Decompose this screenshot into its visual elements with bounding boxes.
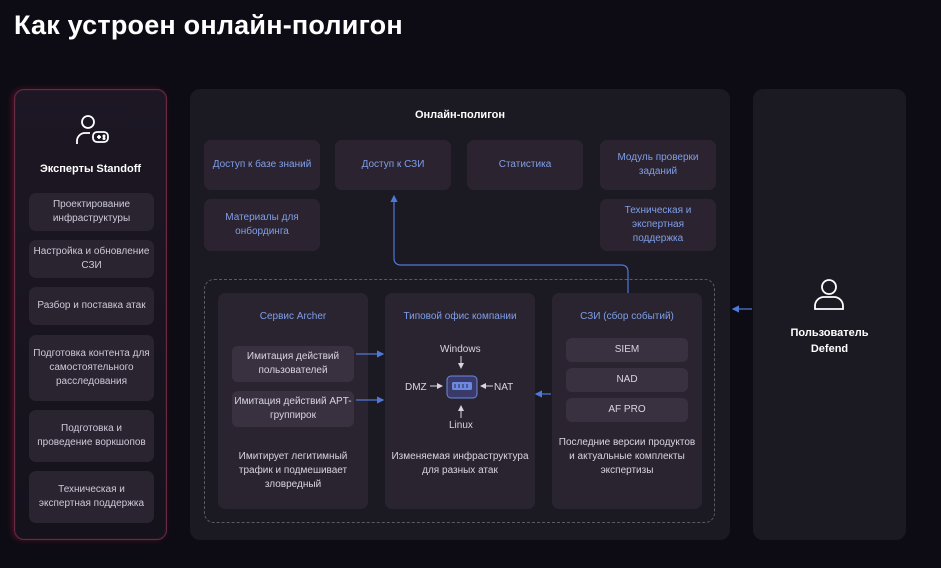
szi-note: Последние версии продуктов и актуальные … [558, 437, 696, 476]
office-column: Типовой офис компании Windows DMZ NAT Li… [385, 293, 535, 509]
polygon-title: Онлайн-полигон [414, 109, 505, 121]
af-pro-box: AF PRO [566, 398, 688, 422]
experts-item: Техническая и экспертная поддержка [29, 471, 154, 523]
dmz-label: DMZ [405, 382, 427, 393]
task-check-module-box: Модуль проверки заданий [600, 140, 716, 190]
archer-note: Имитирует легитимный трафик и подмешивае… [238, 451, 348, 490]
office-title: Типовой офис компании [403, 311, 517, 322]
experts-title: Эксперты Standoff [39, 163, 142, 175]
nat-label: NAT [494, 382, 514, 393]
user-icon [814, 279, 844, 310]
experts-item: Подготовка и проведение воркшопов [29, 410, 154, 462]
office-note: Изменяемая инфраструктура для разных ата… [391, 451, 529, 476]
experts-item: Настройка и обновление СЗИ [29, 240, 154, 278]
onboarding-materials-box: Материалы для онбординга [204, 199, 320, 251]
experts-item: Разбор и поставка атак [29, 287, 154, 325]
knowledge-base-box: Доступ к базе знаний [204, 140, 320, 190]
szi-column: СЗИ (сбор событий) SIEM NAD AF PRO После… [552, 293, 702, 509]
windows-label: Windows [440, 344, 481, 355]
experts-panel: Эксперты Standoff Проектирование инфраст… [14, 89, 167, 540]
user-panel: Пользователь Defend [753, 89, 906, 540]
apt-imitation-box: Имитация действий APT-группирок [232, 391, 354, 427]
szi-title: СЗИ (сбор событий) [580, 311, 674, 322]
polygon-panel: Онлайн-полигон Доступ к базе знаний Дост… [190, 89, 730, 540]
siem-box: SIEM [566, 338, 688, 362]
statistics-box: Статистика [467, 140, 583, 190]
experts-item: Подготовка контента для самостоятельного… [29, 335, 154, 401]
user-title: Пользователь Defend [790, 327, 869, 355]
expert-user-icon [76, 115, 109, 144]
experts-item: Проектирование инфраструктуры [29, 193, 154, 231]
archer-column: Сервис Archer Имитация действий пользова… [218, 293, 368, 509]
user-imitation-box: Имитация действий пользователей [232, 346, 354, 382]
szi-access-box: Доступ к СЗИ [335, 140, 451, 190]
support-box: Техническая и экспертная поддержка [600, 199, 716, 251]
nad-box: NAD [566, 368, 688, 392]
archer-title: Сервис Archer [259, 311, 327, 322]
page-title: Как устроен онлайн-полигон [14, 10, 403, 40]
linux-label: Linux [449, 420, 473, 431]
